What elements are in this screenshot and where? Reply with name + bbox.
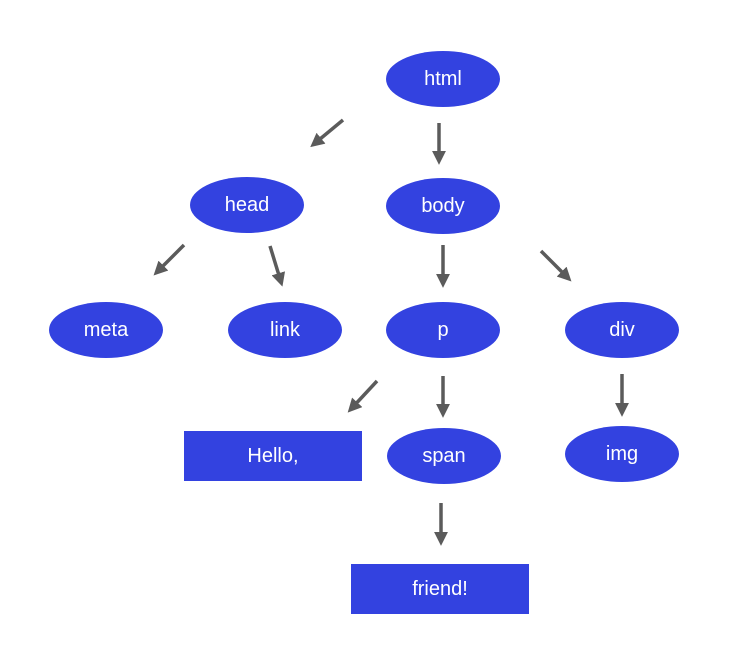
arrow-html-to-head [310,118,345,148]
node-body-label: body [421,195,464,217]
node-head: head [190,177,304,233]
node-body-ellipse [386,178,500,234]
arrow-head-to-link [268,245,286,287]
node-img-label: img [606,443,638,465]
edges [153,118,629,546]
node-span: span [387,428,501,484]
node-hello-box [184,431,362,481]
node-meta-label: meta [84,319,129,341]
node-link-label: link [270,319,301,341]
node-span-ellipse [387,428,501,484]
node-friend-box [351,564,529,614]
node-p: p [386,302,500,358]
node-p-label: p [437,319,448,341]
node-img: img [565,426,679,482]
node-meta: meta [49,302,163,358]
node-div-ellipse [565,302,679,358]
node-head-ellipse [190,177,304,233]
node-hello: Hello, [184,431,362,481]
node-link: link [228,302,342,358]
node-p-ellipse [386,302,500,358]
node-link-ellipse [228,302,342,358]
node-div: div [565,302,679,358]
node-friend: friend! [351,564,529,614]
node-span-label: span [422,445,465,467]
node-hello-label: Hello, [247,445,298,467]
node-body: body [386,178,500,234]
arrow-head-to-meta [153,243,186,276]
node-div-label: div [609,319,635,341]
arrow-p-to-hello [347,379,379,413]
node-img-ellipse [565,426,679,482]
node-html-label: html [424,68,462,90]
node-html-ellipse [386,51,500,107]
node-head-label: head [225,194,270,216]
node-html: html [386,51,500,107]
node-friend-label: friend! [412,578,468,600]
arrow-body-to-div [539,249,572,282]
node-meta-ellipse [49,302,163,358]
